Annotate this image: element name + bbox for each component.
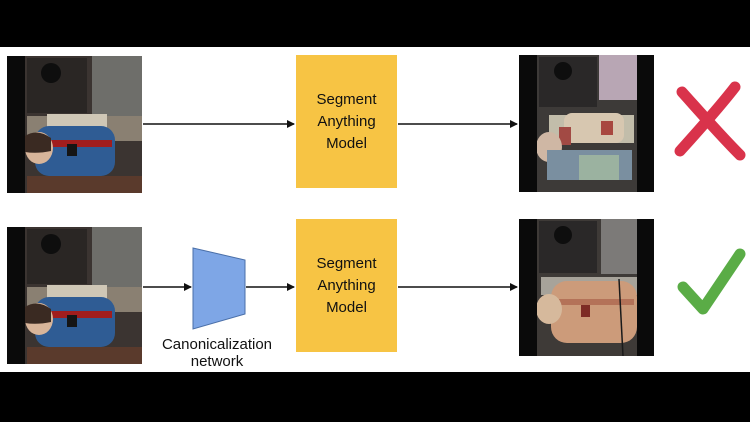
check-icon (677, 248, 746, 315)
input-image-bottom (7, 227, 142, 364)
cross-icon (674, 81, 746, 161)
output-image-bottom (519, 219, 654, 356)
input-image-top (7, 56, 142, 193)
sam-box-top: Segment Anything Model (296, 55, 397, 188)
sam-label-top: Segment Anything Model (316, 90, 377, 152)
diagram-connectors (143, 81, 746, 330)
diagram-panel: Segment Anything Model (0, 47, 750, 372)
canonicalization-label: Canonicalization network (161, 336, 273, 370)
sam-label-bottom: Segment Anything Model (316, 254, 377, 316)
sam-box-bottom: Segment Anything Model (296, 219, 397, 352)
canonicalization-network-shape (192, 247, 246, 330)
output-image-top (519, 55, 654, 192)
